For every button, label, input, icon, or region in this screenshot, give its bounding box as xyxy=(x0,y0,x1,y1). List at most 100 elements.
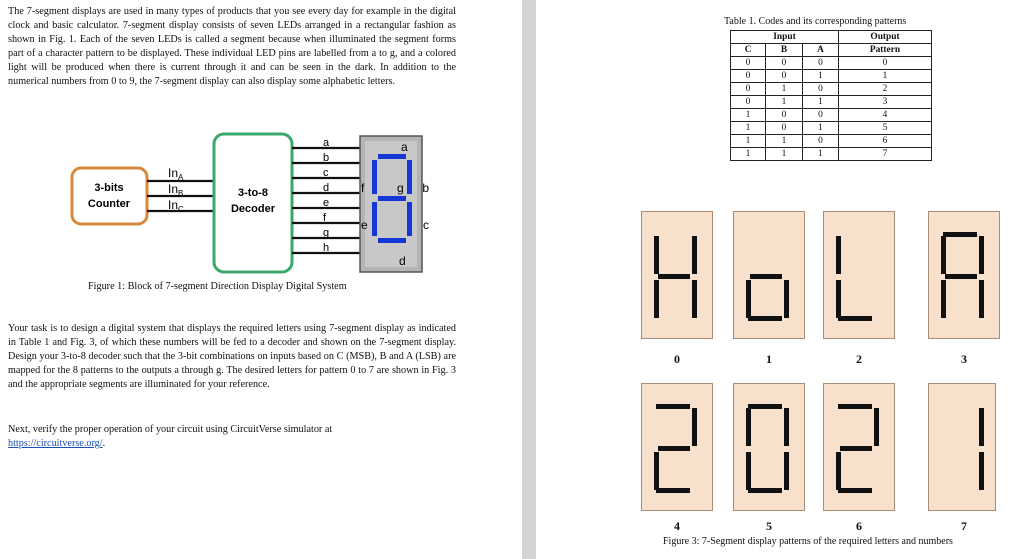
verify-paragraph: Next, verify the proper operation of you… xyxy=(8,423,456,451)
pattern-segment-b xyxy=(692,236,697,274)
table1-header-a: A xyxy=(802,43,839,57)
table-cell: 0 xyxy=(730,95,766,109)
pattern-tile-2 xyxy=(823,211,895,339)
table-cell: 1 xyxy=(838,69,932,83)
pattern-segment-g xyxy=(945,274,977,279)
pattern-segment-b xyxy=(692,408,697,446)
pattern-segment-a xyxy=(748,404,782,409)
table-cell: 1 xyxy=(730,108,766,122)
output-label-h: h xyxy=(323,242,329,254)
verify-text: Next, verify the proper operation of you… xyxy=(8,424,333,449)
pattern-number-2: 2 xyxy=(856,352,862,366)
pattern-segment-g xyxy=(750,274,782,279)
pattern-segment-e xyxy=(836,280,841,318)
pattern-number-3: 3 xyxy=(961,352,967,366)
pattern-segment-c xyxy=(784,452,789,490)
table-cell: 0 xyxy=(765,69,803,83)
display-label-c: c xyxy=(423,218,429,232)
pattern-tile-4 xyxy=(641,383,713,511)
pattern-segment-c xyxy=(979,452,984,490)
pattern-segment-e xyxy=(941,280,946,318)
pattern-segment-g xyxy=(840,446,872,451)
display-segment-b xyxy=(407,160,412,194)
table1-header-c: C xyxy=(730,43,766,57)
table-cell: 1 xyxy=(730,147,766,161)
table-cell: 0 xyxy=(802,134,839,148)
task-paragraph: Your task is to design a digital system … xyxy=(8,322,456,392)
counter-box xyxy=(70,166,149,226)
table-cell: 0 xyxy=(802,56,839,70)
pattern-segment-e xyxy=(654,452,659,490)
table-cell: 0 xyxy=(802,108,839,122)
display-label-e: e xyxy=(361,218,368,232)
table-cell: 0 xyxy=(730,56,766,70)
display-label-d: d xyxy=(399,254,406,268)
intro-text: The 7-segment displays are used in many … xyxy=(8,6,456,87)
pattern-segment-e xyxy=(836,452,841,490)
table-cell: 1 xyxy=(730,134,766,148)
pattern-segment-a xyxy=(656,404,690,409)
table-cell: 7 xyxy=(838,147,932,161)
pattern-segment-c xyxy=(979,280,984,318)
table-cell: 1 xyxy=(802,147,839,161)
display-segment-e xyxy=(372,202,377,236)
pattern-segment-d xyxy=(656,488,690,493)
output-label-d: d xyxy=(323,182,329,194)
pattern-segment-e xyxy=(746,280,751,318)
pattern-segment-a xyxy=(838,404,872,409)
table-cell: 5 xyxy=(838,121,932,135)
display-segment-a xyxy=(378,154,406,159)
table1-header-b: B xyxy=(765,43,803,57)
pattern-tile-1 xyxy=(733,211,805,339)
table-cell: 2 xyxy=(838,82,932,96)
pattern-segment-f xyxy=(836,236,841,274)
pattern-segment-d xyxy=(748,316,782,321)
table-cell: 1 xyxy=(802,95,839,109)
table-cell: 0 xyxy=(730,82,766,96)
output-label-g: g xyxy=(323,227,329,239)
table1-group-output: Output xyxy=(838,30,932,44)
pattern-tile-3 xyxy=(928,211,1000,339)
intro-paragraph: The 7-segment displays are used in many … xyxy=(8,5,456,89)
output-label-c: c xyxy=(323,167,329,179)
counter-label-1: 3-bits xyxy=(94,182,123,194)
table1-group-input: Input xyxy=(730,30,839,44)
table-cell: 0 xyxy=(802,82,839,96)
table-cell: 1 xyxy=(802,69,839,83)
pattern-tile-5 xyxy=(733,383,805,511)
table-cell: 1 xyxy=(765,82,803,96)
pattern-segment-d xyxy=(838,316,872,321)
table-cell: 1 xyxy=(802,121,839,135)
display-segment-c xyxy=(407,202,412,236)
pattern-number-7: 7 xyxy=(961,519,967,533)
table-cell: 0 xyxy=(730,69,766,83)
decoder-label-2: Decoder xyxy=(231,203,276,215)
table1-header-pattern: Pattern xyxy=(838,43,932,57)
pattern-segment-f xyxy=(941,236,946,274)
output-label-a: a xyxy=(323,137,330,149)
pattern-segment-a xyxy=(943,232,977,237)
pattern-segment-e xyxy=(654,280,659,318)
figure1-diagram: 3-bits Counter InA InB InC 3-to-8 Decode… xyxy=(70,132,429,274)
input-label-b: InB xyxy=(168,182,183,198)
pattern-segment-f xyxy=(746,408,751,446)
page-divider xyxy=(522,0,536,559)
display-segment-d xyxy=(378,238,406,243)
pattern-segment-b xyxy=(784,408,789,446)
table1-title: Table 1. Codes and its corresponding pat… xyxy=(724,16,907,27)
pattern-segment-b xyxy=(979,236,984,274)
decoder-label-1: 3-to-8 xyxy=(238,187,268,199)
display-label-f: f xyxy=(361,181,365,195)
display-label-b: b xyxy=(422,181,429,195)
pattern-segment-d xyxy=(748,488,782,493)
circuitverse-link[interactable]: https://circuitverse.org/ xyxy=(8,438,103,449)
table-cell: 1 xyxy=(765,134,803,148)
pattern-segment-e xyxy=(746,452,751,490)
